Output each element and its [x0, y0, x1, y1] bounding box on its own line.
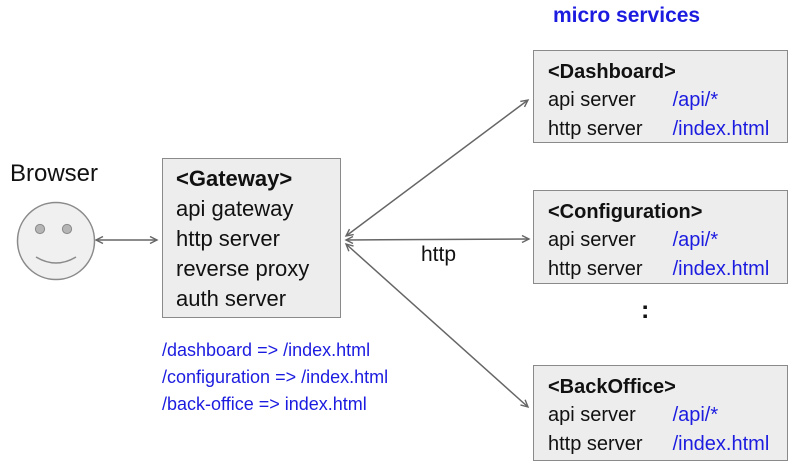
route-mapping-line: /back-office => index.html: [162, 394, 367, 414]
service-row-label: http server: [548, 433, 643, 455]
gateway-box: <Gateway> api gateway http server revers…: [162, 158, 341, 318]
service-row-value: /index.html: [672, 433, 770, 455]
backoffice-service-box: <BackOffice> api server /api/* http serv…: [533, 365, 788, 461]
configuration-service-box: <Configuration> api server /api/* http s…: [533, 190, 788, 284]
route-mapping-line: /configuration => /index.html: [162, 367, 389, 387]
service-row-label: http server: [548, 118, 643, 140]
service-row-label: api server: [548, 404, 636, 426]
service-title: <BackOffice>: [548, 376, 676, 398]
service-title: <Dashboard>: [548, 61, 676, 83]
smiley-face-icon: [16, 201, 96, 281]
route-mappings: /dashboard => /index.html /configuration…: [162, 337, 388, 418]
services-ellipsis: :: [641, 296, 650, 324]
route-mapping-line: /dashboard => /index.html: [162, 340, 371, 360]
gateway-line: api gateway: [176, 196, 294, 221]
gateway-line: auth server: [176, 286, 287, 311]
service-row-value: /api/*: [672, 229, 719, 251]
dashboard-service-box: <Dashboard> api server /api/* http serve…: [533, 50, 788, 143]
micro-services-title: micro services: [553, 4, 701, 27]
service-row: api server /api/*: [548, 86, 787, 115]
service-row: http server /index.html: [548, 255, 787, 284]
gateway-title: <Gateway>: [176, 166, 293, 191]
service-row-value: /index.html: [672, 118, 770, 140]
gateway-line: reverse proxy: [176, 256, 310, 281]
service-row-label: http server: [548, 258, 643, 280]
service-row-label: api server: [548, 89, 636, 111]
service-row-value: /index.html: [672, 258, 770, 280]
service-row: api server /api/*: [548, 401, 787, 430]
gateway-line: http server: [176, 226, 280, 251]
arrow-gateway-dashboard: [344, 99, 530, 237]
service-row: http server /index.html: [548, 430, 787, 459]
browser-label: Browser: [10, 160, 99, 187]
service-row: http server /index.html: [548, 115, 787, 144]
service-row-value: /api/*: [672, 404, 719, 426]
http-protocol-label: http: [421, 243, 457, 266]
service-row-value: /api/*: [672, 89, 719, 111]
arrow-gateway-configuration: [344, 234, 531, 245]
service-row: api server /api/*: [548, 226, 787, 255]
service-row-label: api server: [548, 229, 636, 251]
service-title: <Configuration>: [548, 201, 703, 223]
